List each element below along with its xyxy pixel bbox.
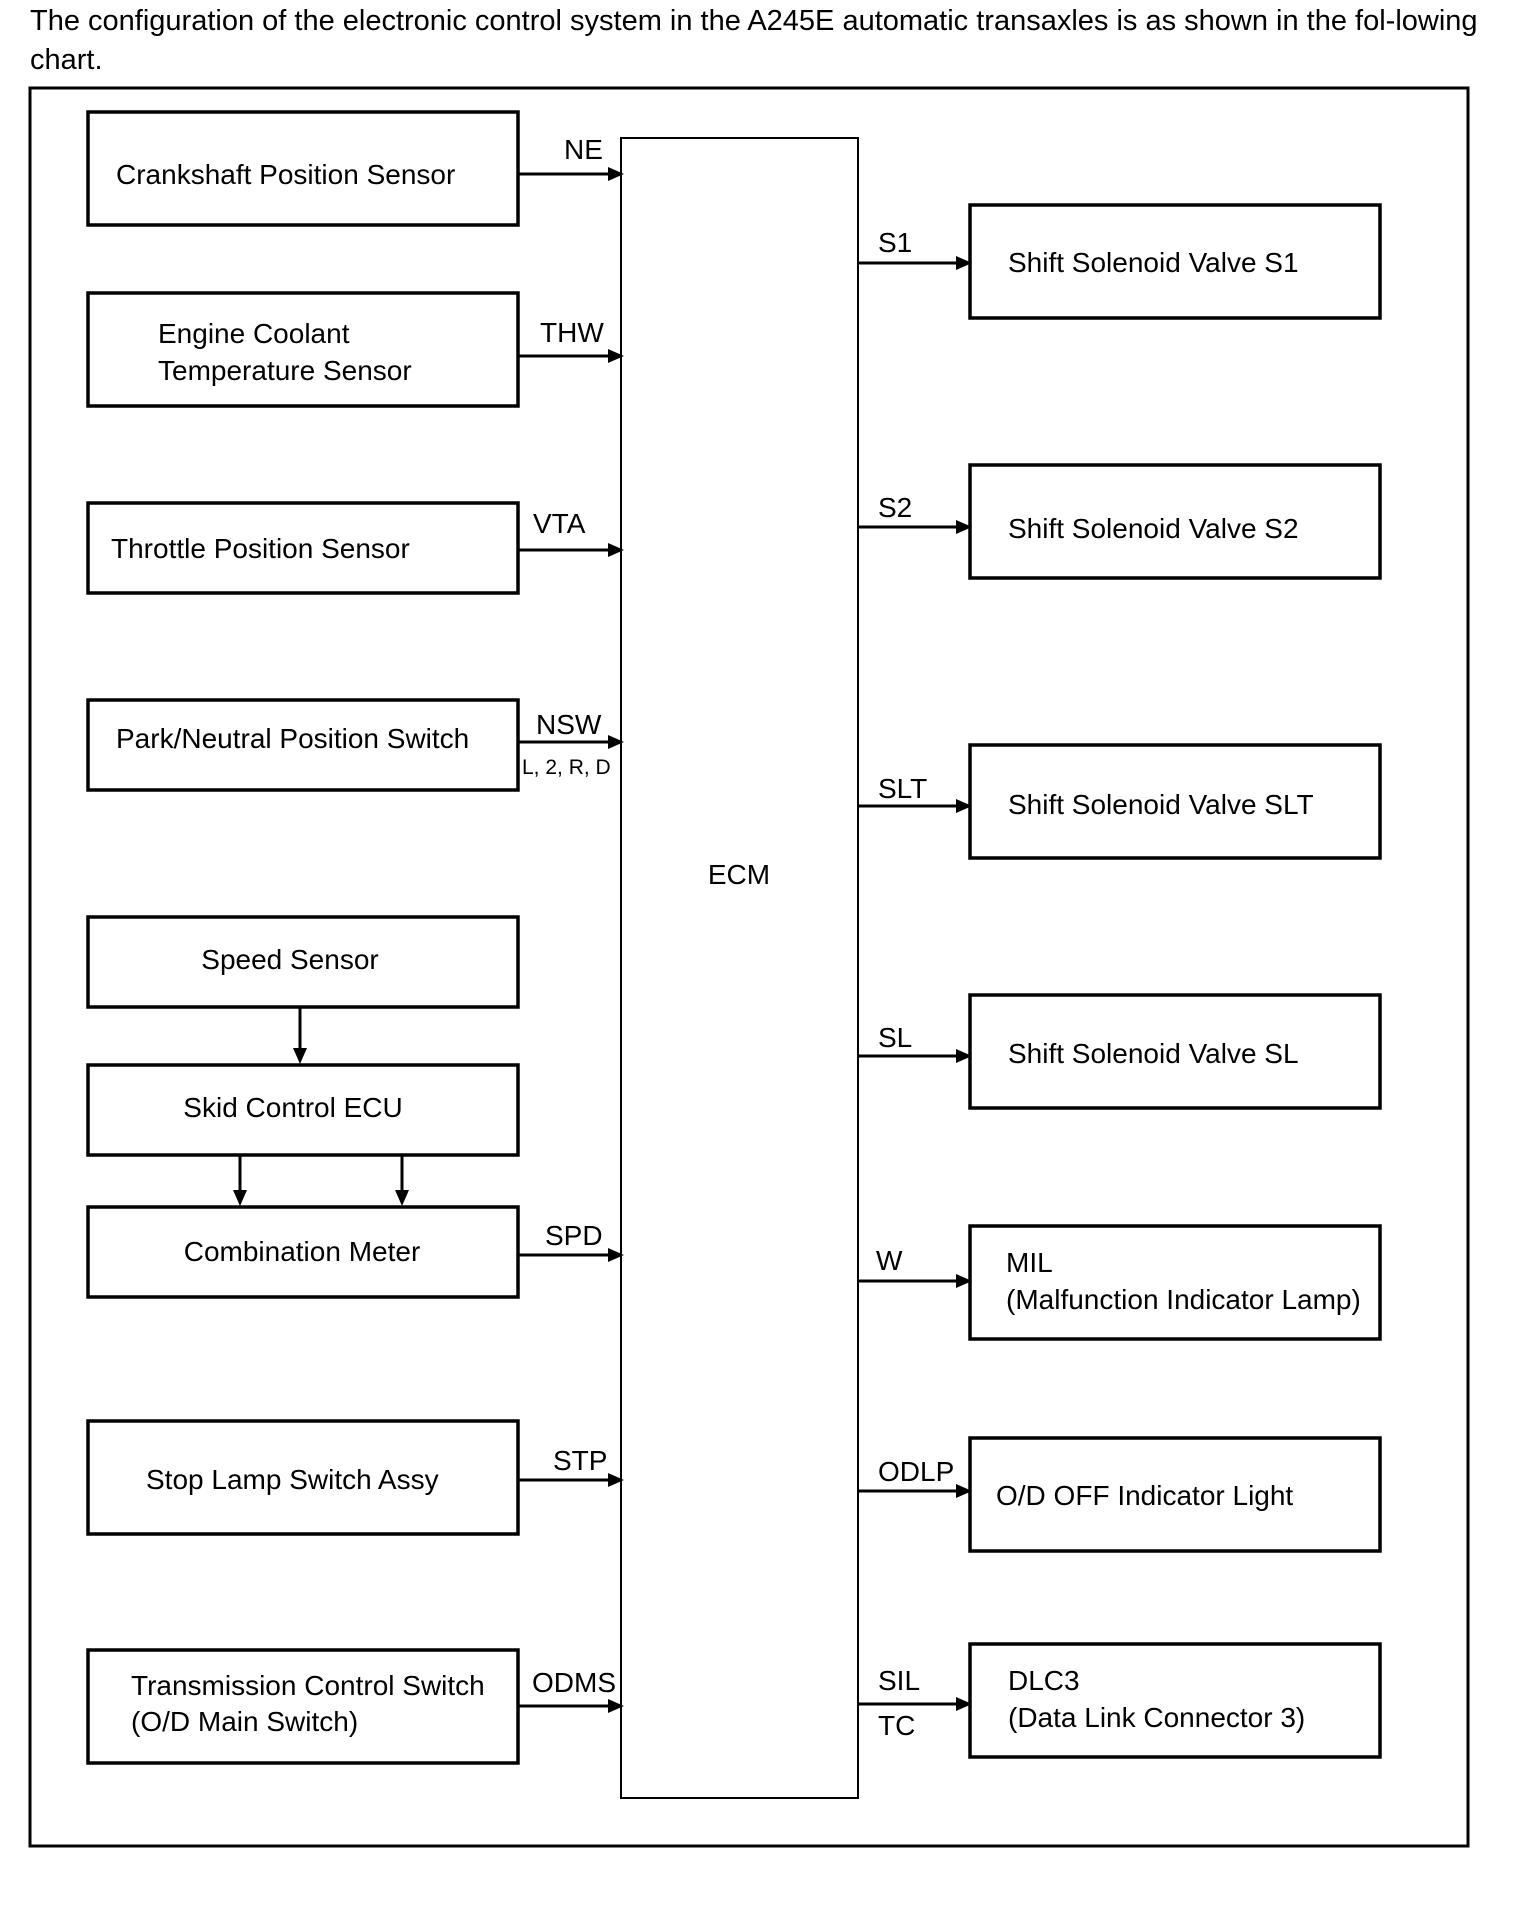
output-od-off-indicator-light: O/D OFF Indicator Light ODLP (858, 1436, 1382, 1553)
signal-thw: THW (540, 317, 604, 348)
svg-text:Throttle Position Sensor: Throttle Position Sensor (111, 533, 410, 564)
input-transmission-control-switch: Transmission Control Switch (O/D Main Sw… (86, 1648, 624, 1765)
signal-tc: TC (878, 1710, 915, 1741)
output-shift-solenoid-valve-slt: Shift Solenoid Valve SLT SLT (858, 743, 1382, 860)
signal-ne: NE (564, 134, 603, 165)
svg-text:Park/Neutral Position Switch: Park/Neutral Position Switch (116, 723, 469, 754)
signal-nsw-positions: L, 2, R, D (522, 756, 611, 779)
svg-text:Stop Lamp Switch Assy: Stop Lamp Switch Assy (146, 1464, 439, 1495)
svg-text:DLC3: DLC3 (1008, 1665, 1080, 1696)
input-engine-coolant-temperature-sensor: Engine Coolant Temperature Sensor THW (86, 291, 624, 408)
svg-text:Shift Solenoid Valve SL: Shift Solenoid Valve SL (1008, 1038, 1299, 1069)
output-shift-solenoid-valve-s1: Shift Solenoid Valve S1 S1 (858, 203, 1382, 320)
svg-text:(Data Link Connector 3): (Data Link Connector 3) (1008, 1702, 1305, 1733)
svg-text:O/D OFF Indicator Light: O/D OFF Indicator Light (996, 1480, 1293, 1511)
svg-text:MIL: MIL (1006, 1247, 1053, 1278)
input-crankshaft-position-sensor: Crankshaft Position Sensor NE (86, 110, 624, 227)
signal-spd: SPD (545, 1220, 603, 1251)
output-dlc3: DLC3 (Data Link Connector 3) SIL TC (858, 1642, 1382, 1759)
svg-text:Speed Sensor: Speed Sensor (201, 944, 378, 975)
svg-text:(Malfunction Indicator Lamp): (Malfunction Indicator Lamp) (1006, 1284, 1361, 1315)
svg-text:Crankshaft Position Sensor: Crankshaft Position Sensor (116, 159, 455, 190)
signal-stp: STP (553, 1445, 607, 1476)
svg-text:Shift Solenoid Valve S1: Shift Solenoid Valve S1 (1008, 247, 1299, 278)
signal-slt: SLT (878, 773, 927, 804)
signal-s1: S1 (878, 227, 912, 258)
svg-text:Skid Control ECU: Skid Control ECU (183, 1092, 402, 1123)
ecm-box (620, 137, 859, 1799)
svg-text:Transmission Control Switch: Transmission Control Switch (131, 1670, 485, 1701)
svg-text:Engine Coolant: Engine Coolant (158, 318, 350, 349)
output-shift-solenoid-valve-sl: Shift Solenoid Valve SL SL (858, 993, 1382, 1110)
output-shift-solenoid-valve-s2: Shift Solenoid Valve S2 S2 (858, 463, 1382, 580)
svg-text:(O/D Main Switch): (O/D Main Switch) (131, 1706, 358, 1737)
signal-odms: ODMS (532, 1667, 616, 1698)
signal-w: W (876, 1245, 903, 1276)
svg-text:Shift Solenoid Valve S2: Shift Solenoid Valve S2 (1008, 513, 1299, 544)
input-combination-meter: Combination Meter SPD (86, 1205, 624, 1299)
signal-vta: VTA (533, 508, 586, 539)
svg-text:Combination Meter: Combination Meter (184, 1236, 421, 1267)
svg-text:Temperature Sensor: Temperature Sensor (158, 355, 412, 386)
signal-sl: SL (878, 1022, 912, 1053)
input-park-neutral-position-switch: Park/Neutral Position Switch NSW L, 2, R… (86, 698, 624, 792)
signal-sil: SIL (878, 1665, 920, 1696)
svg-text:Shift Solenoid Valve SLT: Shift Solenoid Valve SLT (1008, 789, 1314, 820)
diagram-frame (28, 86, 1470, 1848)
output-mil: MIL (Malfunction Indicator Lamp) W (858, 1224, 1382, 1341)
signal-s2: S2 (878, 492, 912, 523)
input-stop-lamp-switch-assy: Stop Lamp Switch Assy STP (86, 1419, 624, 1536)
input-speed-sensor: Speed Sensor (86, 915, 520, 1009)
input-throttle-position-sensor: Throttle Position Sensor VTA (86, 501, 624, 595)
ecm-label: ECM (708, 859, 770, 890)
input-skid-control-ecu: Skid Control ECU (86, 1063, 520, 1157)
signal-odlp: ODLP (878, 1456, 954, 1487)
intro-text: The configuration of the electronic cont… (30, 5, 1478, 76)
signal-nsw: NSW (536, 709, 602, 740)
